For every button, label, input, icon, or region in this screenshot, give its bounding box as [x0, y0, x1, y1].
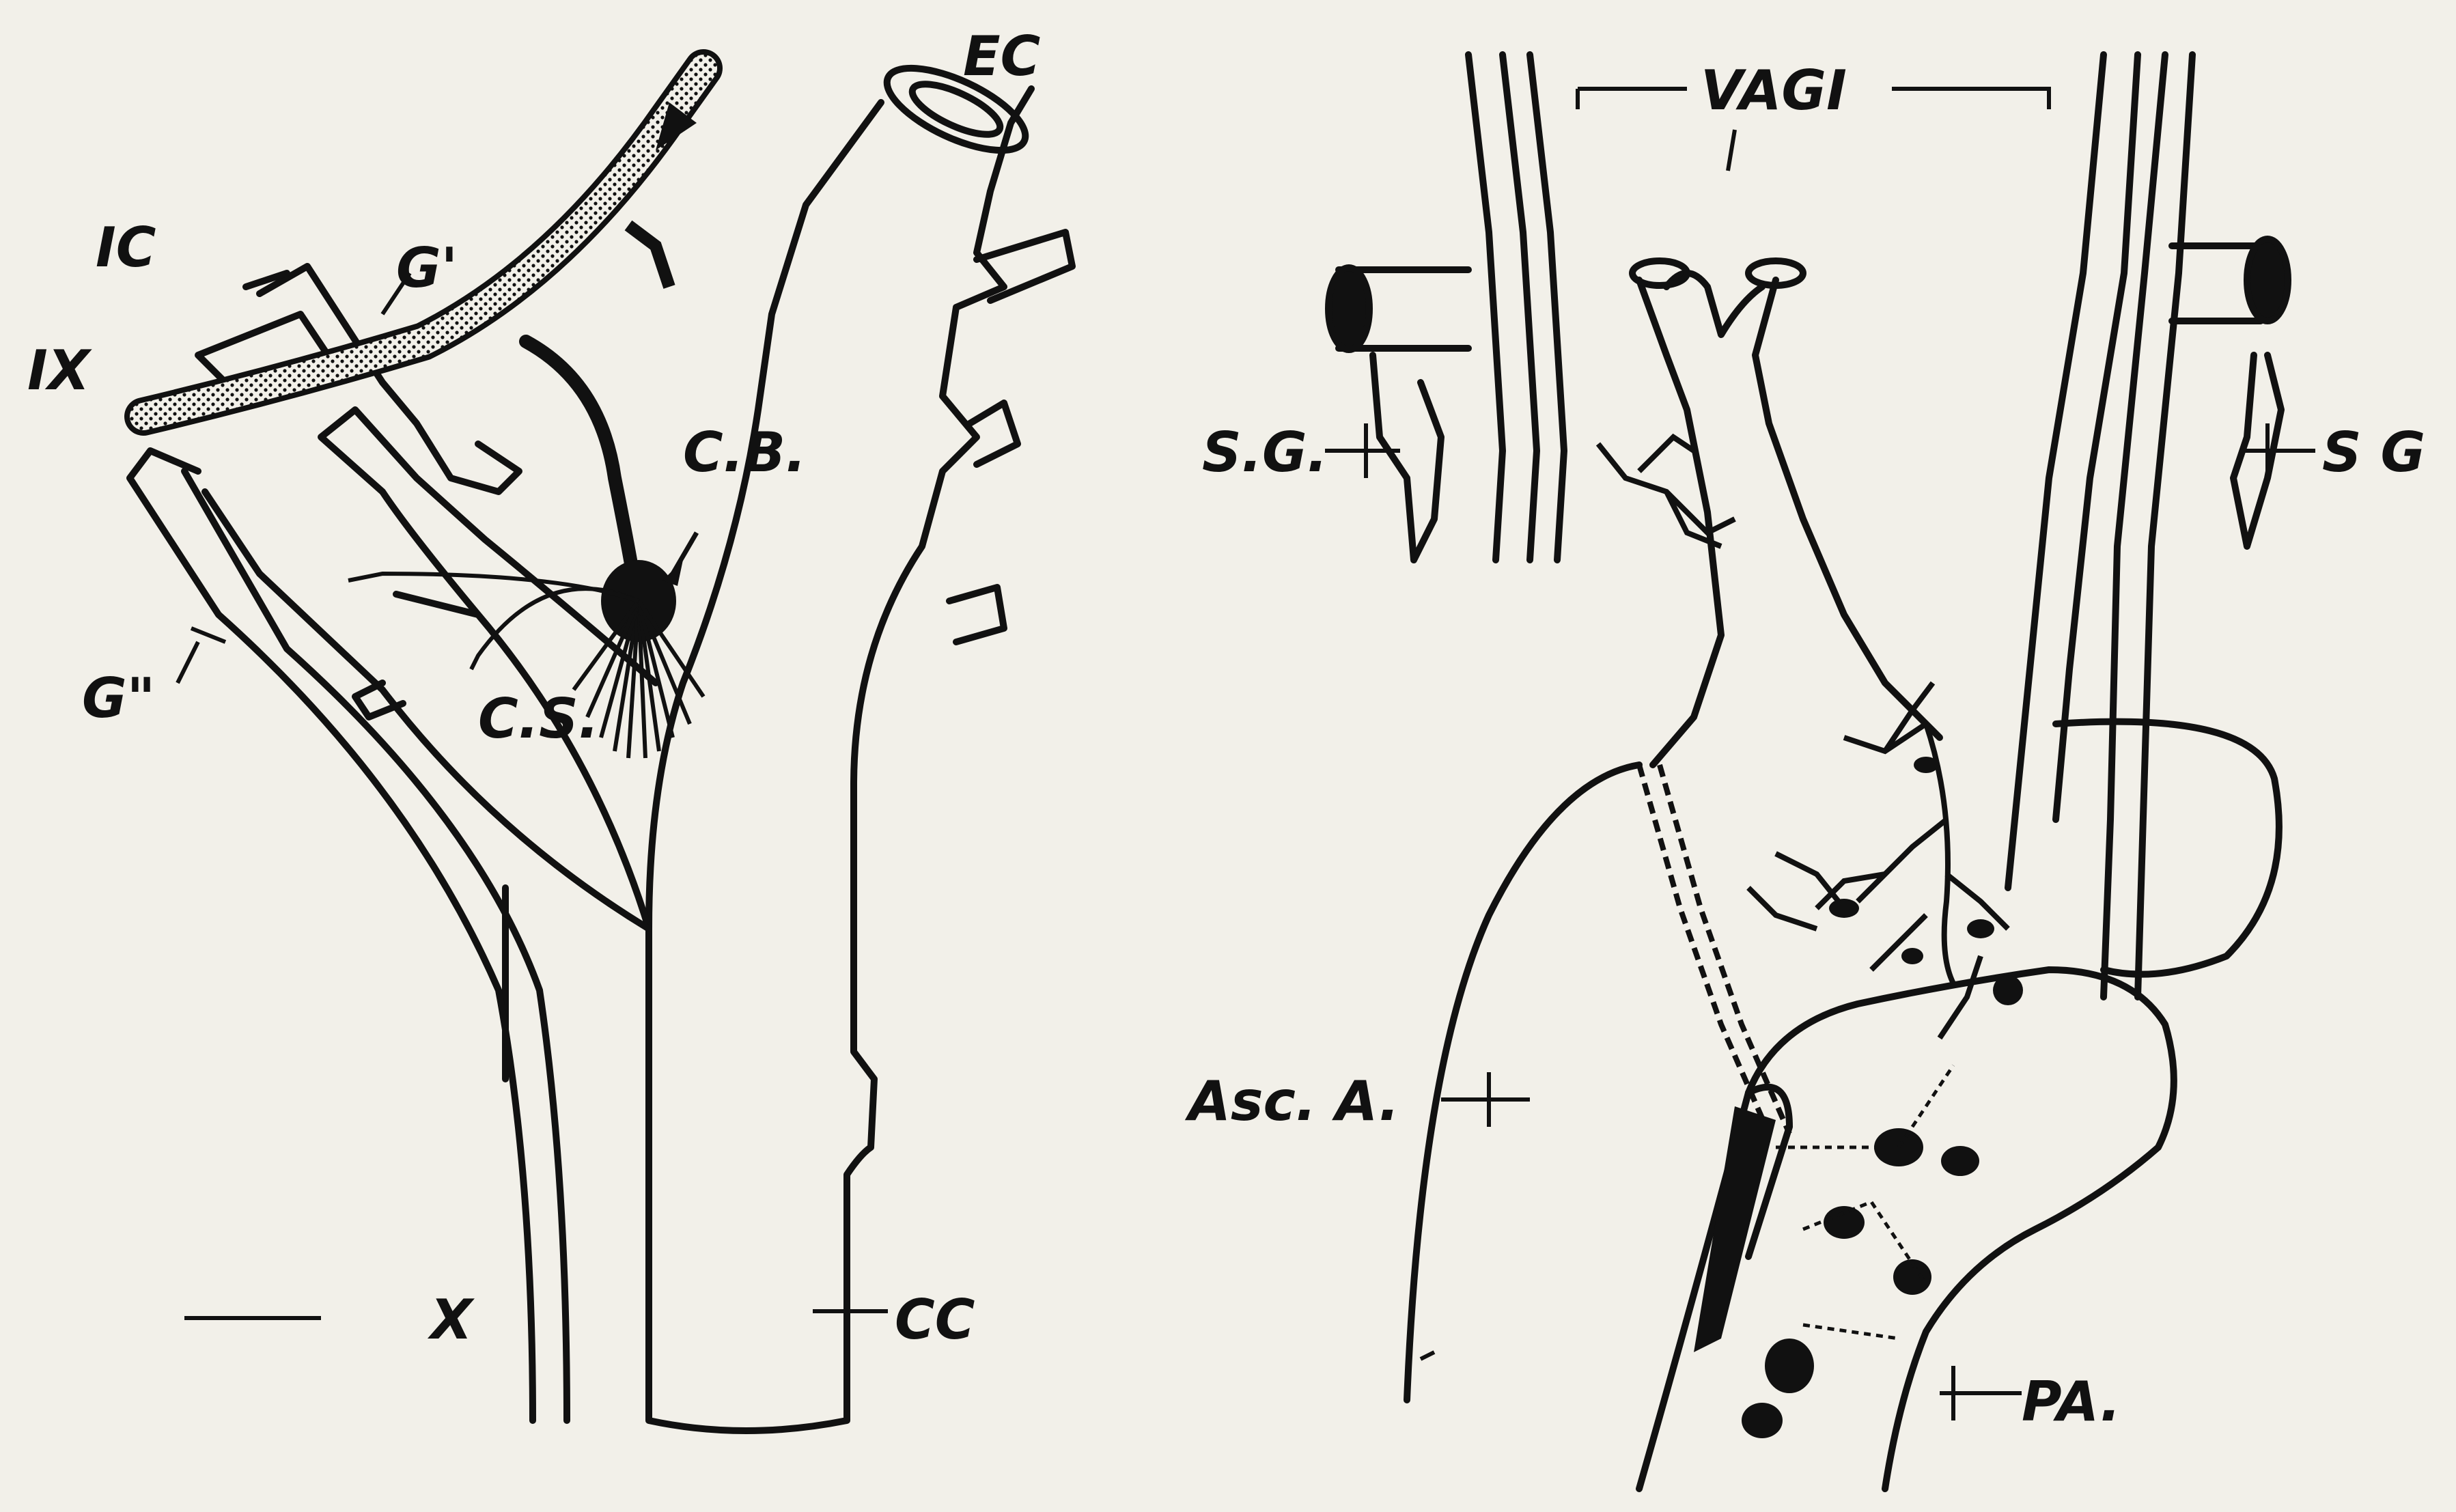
sinus-nerve	[526, 341, 635, 587]
label-common-carotid: CC	[895, 1288, 975, 1352]
left-subclavian-opening	[1328, 268, 1369, 350]
cardiac-nerve-dashed	[1639, 765, 1789, 1134]
common-carotid-artery	[649, 89, 1031, 1431]
aortic-branches	[1639, 273, 1940, 765]
left-stellate-ganglion	[1373, 355, 1441, 560]
left-figure	[130, 51, 1072, 1431]
label-ec: EC	[963, 25, 1040, 88]
label-vagi: VAGI	[1701, 59, 1847, 122]
vagus-nerve	[130, 451, 567, 1420]
label-pulmonary-artery: PA.	[2022, 1370, 2121, 1433]
left-vagal-trunk	[1468, 55, 1564, 560]
label-vagus-x: X	[427, 1288, 475, 1352]
label-stellate-ganglion-right: S G	[2322, 421, 2425, 484]
label-g-double-prime: G"	[82, 667, 155, 730]
label-ic: IC	[96, 216, 156, 279]
ascending-aorta	[1407, 765, 1639, 1400]
right-subclavian-opening	[2247, 239, 2288, 321]
label-carotid-sinus: C.S.	[478, 687, 599, 751]
right-figure	[1328, 55, 2288, 1489]
label-ix: IX	[27, 339, 92, 402]
right-vagal-trunk	[2008, 55, 2192, 997]
label-carotid-body: C.B.	[683, 421, 806, 484]
label-ascending-aorta: Asc. A.	[1184, 1069, 1399, 1133]
label-g-prime: G'	[396, 236, 458, 300]
pulmonary-artery-blobs	[1694, 1106, 1979, 1438]
label-stellate-ganglion-left: S.G.	[1202, 421, 1328, 484]
